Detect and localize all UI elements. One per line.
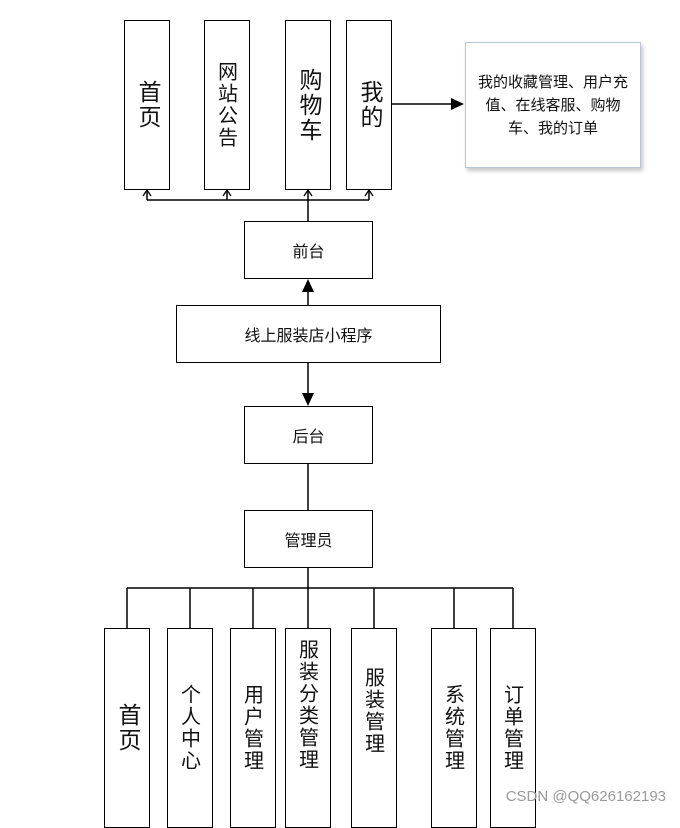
admin-box: 管理员 [244, 510, 373, 568]
front-node-mine: 我的 [346, 20, 392, 190]
mine-to-note-arrowhead [451, 98, 464, 110]
watermark: CSDN @QQ626162193 [505, 788, 666, 805]
front-branch-arrow [303, 188, 313, 197]
back-end-box: 后台 [244, 406, 373, 464]
app-to-back-arrowhead [302, 393, 314, 406]
front-branch-arrow [142, 188, 152, 197]
front-branch-arrow [222, 188, 232, 197]
front-node-announcement: 网站公告 [204, 20, 250, 190]
mine-features-note: 我的收藏管理、用户充值、在线客服、购物车、我的订单 [465, 42, 641, 168]
app-to-front-arrowhead [302, 279, 314, 292]
front-end-box: 前台 [244, 221, 373, 279]
back-node-personal-center: 个人中心 [167, 628, 213, 828]
front-node-cart: 购物车 [285, 20, 331, 190]
back-node-system-management: 系统管理 [431, 628, 477, 828]
back-node-clothing-management: 服装管理 [351, 628, 397, 828]
back-node-order-management: 订单管理 [490, 628, 536, 828]
back-node-user-management: 用户管理 [230, 628, 276, 828]
back-node-home: 首页 [104, 628, 150, 828]
app-box: 线上服装店小程序 [176, 305, 441, 363]
front-node-home: 首页 [124, 20, 170, 190]
front-branch-arrow [364, 188, 374, 197]
back-node-clothing-category-management: 服装分类管理 [285, 628, 331, 828]
